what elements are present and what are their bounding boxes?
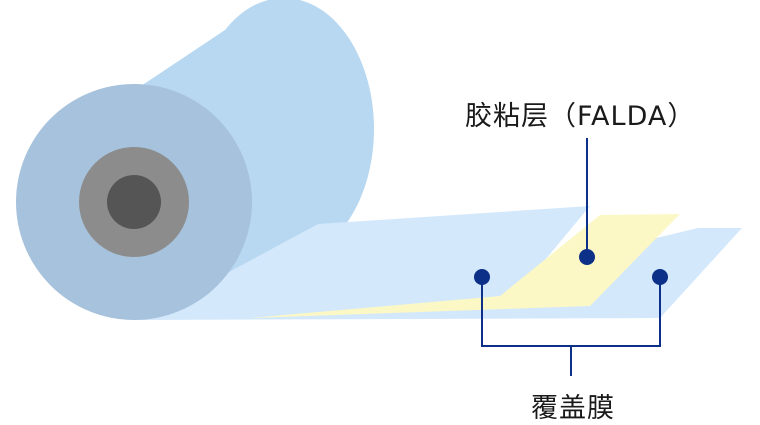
adhesive-layer-strip: [250, 214, 680, 318]
roll-core-inner: [107, 175, 161, 229]
cover-film-bracket: [481, 278, 661, 376]
cover-film-label: 覆盖膜: [531, 393, 615, 424]
adhesive-marker: [579, 249, 595, 265]
cover-film-marker-left: [474, 269, 490, 285]
cover-film-marker-right: [652, 269, 668, 285]
adhesive-layer-label: 胶粘层（FALDA）: [465, 101, 696, 132]
